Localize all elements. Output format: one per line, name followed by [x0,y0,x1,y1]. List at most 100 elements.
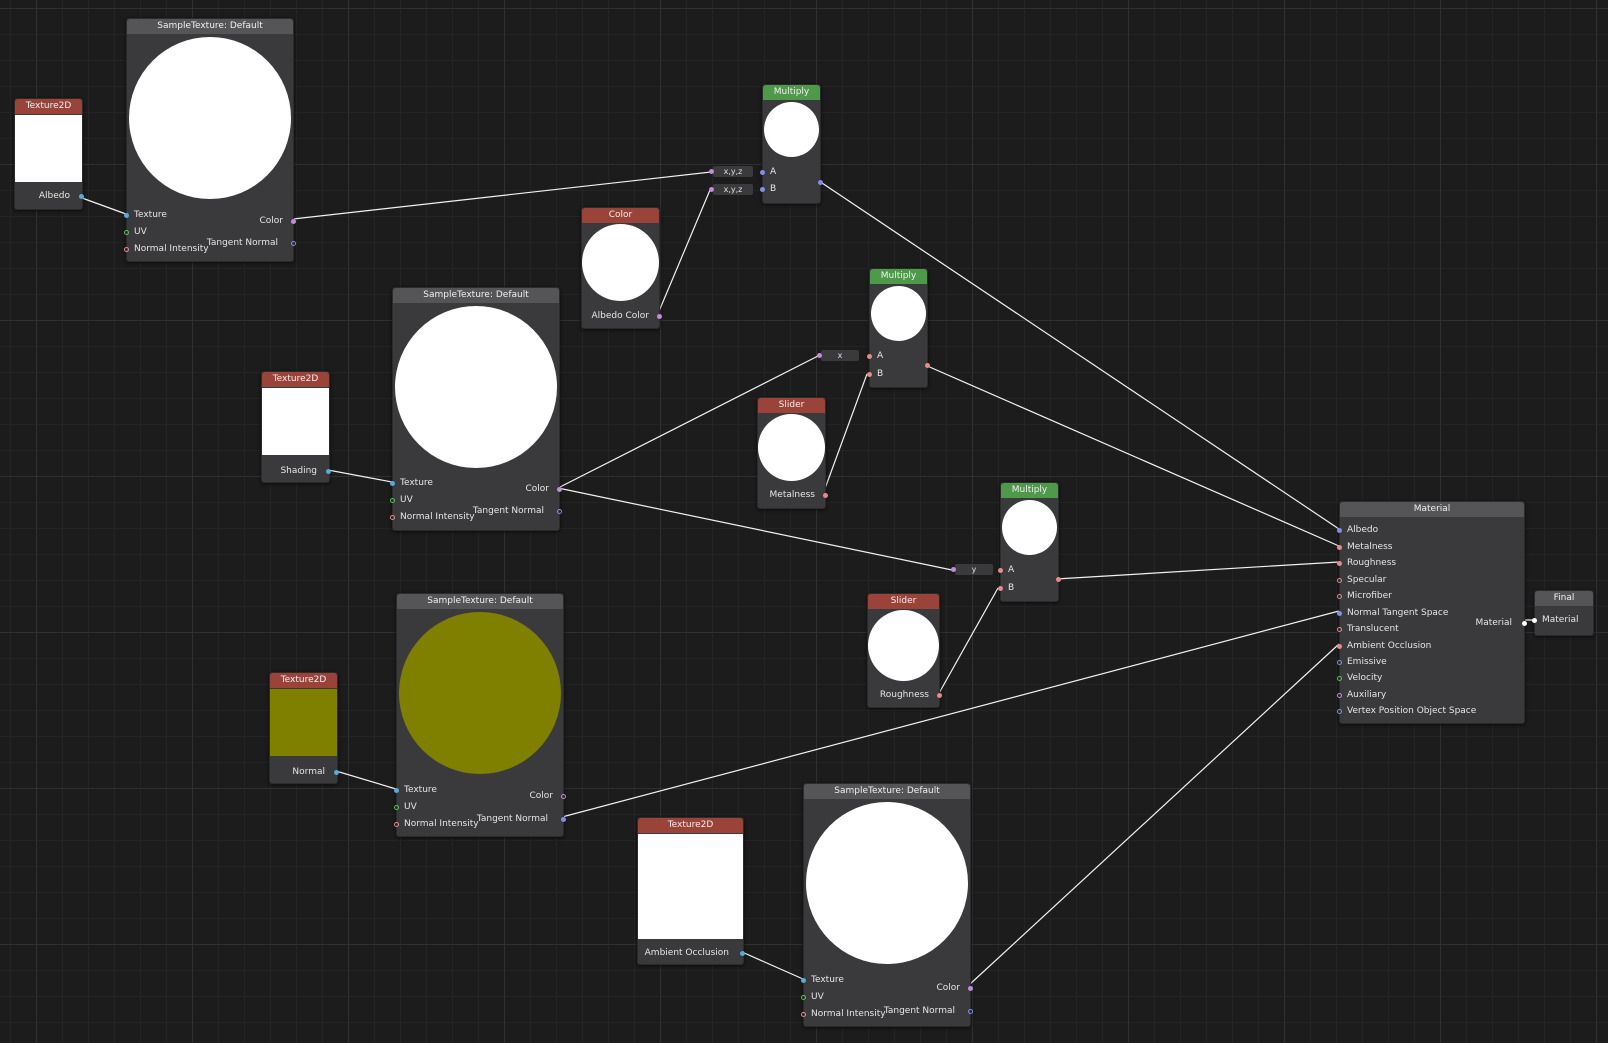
node-header[interactable]: Slider [758,398,825,413]
swizzle-a-xyz[interactable]: x,y,z [713,166,753,177]
node-header[interactable]: SampleTexture: Default [804,784,970,799]
input-normal-intensity-dot[interactable] [390,515,395,520]
slider-roughness-node[interactable]: Slider Roughness [867,593,942,708]
node-header[interactable]: Texture2D [15,99,82,114]
input-normal-intensity-dot[interactable] [801,1012,806,1017]
node-header[interactable]: Multiply [763,85,820,100]
output-tangent-normal-dot[interactable] [561,817,566,822]
wire-albedo-texture [81,197,127,215]
output-dot[interactable] [925,363,930,368]
texture2d-normal-node[interactable]: Texture2D Normal [269,672,339,784]
slider-metalness-node[interactable]: Slider Metalness [757,397,828,509]
input-velocity-dot[interactable] [1337,676,1342,681]
output-port-dot[interactable] [79,194,84,199]
input-uv-label: UV [404,802,417,812]
node-header[interactable]: Final [1535,591,1593,606]
input-texture-dot[interactable] [801,978,806,983]
input-vertex-position-dot[interactable] [1337,709,1342,714]
texture-preview [262,388,329,455]
swizzle-a-in-dot[interactable] [951,567,956,572]
input-a-dot[interactable] [760,170,765,175]
input-translucent-dot[interactable] [1337,627,1342,632]
input-texture-dot[interactable] [394,788,399,793]
texture2d-ambient-occlusion-node[interactable]: Texture2D Ambient Occlusion [637,817,745,965]
output-port-dot[interactable] [937,693,942,698]
input-uv-dot[interactable] [390,498,395,503]
input-b-dot[interactable] [760,187,765,192]
node-header[interactable]: SampleTexture: Default [393,288,559,303]
node-header[interactable]: SampleTexture: Default [397,594,563,609]
multiply-3-node[interactable]: Multiply A B [998,482,1061,602]
input-b-dot[interactable] [998,586,1003,591]
node-header[interactable]: Multiply [1001,483,1058,498]
swizzle-b-xyz[interactable]: x,y,z [713,184,753,195]
multiply-1-node[interactable]: Multiply A B [760,84,823,204]
input-uv-dot[interactable] [394,805,399,810]
input-a-label: A [770,167,777,177]
input-ambient-occlusion-dot[interactable] [1337,644,1342,649]
input-normal-tangent-space-dot[interactable] [1337,611,1342,616]
sample-texture-normal-node[interactable]: SampleTexture: Default Texture UV Normal… [394,593,566,837]
output-color-dot[interactable] [291,219,296,224]
input-material-dot[interactable] [1532,618,1537,623]
input-auxiliary-dot[interactable] [1337,693,1342,698]
input-emissive-dot[interactable] [1337,660,1342,665]
material-node[interactable]: Material Albedo Metalness Roughness Spec… [1337,501,1527,724]
input-a-dot[interactable] [998,568,1003,573]
node-header[interactable]: Texture2D [270,673,337,688]
input-albedo-dot[interactable] [1337,528,1342,533]
output-port-dot[interactable] [823,493,828,498]
swizzle-b-in-dot[interactable] [709,187,714,192]
input-uv-dot[interactable] [124,230,129,235]
sample-texture-shading-node[interactable]: SampleTexture: Default Texture UV Normal… [390,287,562,531]
input-microfiber-dot[interactable] [1337,594,1342,599]
input-b-dot[interactable] [867,372,872,377]
output-port-dot[interactable] [334,770,339,775]
node-header[interactable]: SampleTexture: Default [127,19,293,34]
swizzle-a-in-dot[interactable] [817,353,822,358]
output-albedo-color-label: Albedo Color [591,311,650,321]
sample-texture-albedo-node[interactable]: SampleTexture: Default Texture UV Normal… [124,18,296,262]
output-port-dot[interactable] [740,951,745,956]
sample-texture-ao-node[interactable]: SampleTexture: Default Texture UV Normal… [801,783,973,1027]
output-tangent-normal-label: Tangent Normal [206,238,278,248]
node-header[interactable]: Color [582,208,659,223]
output-tangent-normal-dot[interactable] [557,509,562,514]
output-tangent-normal-dot[interactable] [968,1009,973,1014]
input-roughness-dot[interactable] [1337,561,1342,566]
input-specular-dot[interactable] [1337,578,1342,583]
input-texture-dot[interactable] [390,481,395,486]
input-metalness-dot[interactable] [1337,545,1342,550]
output-color-dot[interactable] [557,487,562,492]
input-texture-dot[interactable] [124,213,129,218]
node-header[interactable]: Material [1340,502,1524,517]
swizzle-a-in-dot[interactable] [709,169,714,174]
output-dot[interactable] [1056,577,1061,582]
color-node[interactable]: Color Albedo Color [581,207,662,329]
swizzle-a-x[interactable]: x [821,350,859,361]
multiply-2-node[interactable]: Multiply A B [867,268,930,388]
input-uv-dot[interactable] [801,995,806,1000]
input-normal-intensity-dot[interactable] [124,247,129,252]
texture2d-albedo-node[interactable]: Texture2D Albedo [14,98,84,210]
output-material-dot[interactable] [1522,621,1527,626]
input-normal-intensity-dot[interactable] [394,822,399,827]
wire-albedo-color-node-to-multiply-b [656,189,711,317]
output-color-dot[interactable] [561,794,566,799]
node-header[interactable]: Texture2D [262,372,329,387]
input-normal-intensity-label: Normal Intensity [811,1009,886,1019]
output-tangent-normal-dot[interactable] [291,241,296,246]
final-node[interactable]: Final Material [1532,590,1594,636]
node-header[interactable]: Slider [868,594,939,609]
input-b-label: B [770,184,777,194]
output-color-dot[interactable] [968,986,973,991]
texture2d-shading-node[interactable]: Texture2D Shading [261,371,331,483]
node-header[interactable]: Texture2D [638,818,743,833]
input-a-label: A [877,351,884,361]
output-port-dot[interactable] [657,314,662,319]
swizzle-a-y[interactable]: y [955,564,993,575]
node-header[interactable]: Multiply [870,269,927,284]
output-dot[interactable] [818,180,823,185]
output-port-dot[interactable] [326,469,331,474]
input-a-dot[interactable] [867,354,872,359]
